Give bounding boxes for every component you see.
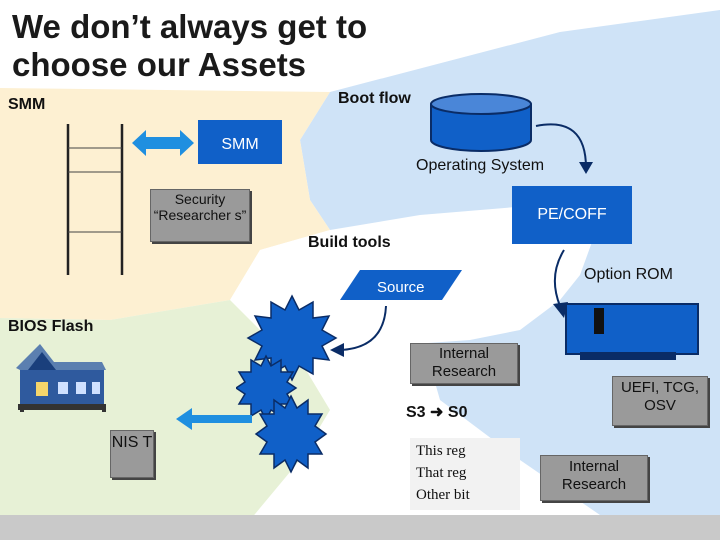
boot-flow-label: Boot flow — [338, 90, 411, 107]
curved-arrow-icon — [330, 305, 387, 357]
curved-arrow-icon — [535, 123, 593, 174]
starburst-large — [246, 294, 338, 382]
s0-label: S0 — [447, 404, 468, 421]
operating-system-label: Operating System — [416, 157, 545, 174]
internal-research-bottom-box: Internal Research — [540, 455, 648, 501]
title-line-2: choose our Assets — [12, 46, 307, 83]
nist-box: NIS T — [110, 430, 154, 478]
curved-arrow-icon — [553, 249, 568, 318]
bios-flash-label: BIOS Flash — [8, 318, 94, 335]
smm-region-label: SMM — [8, 96, 46, 113]
expansion-card-icon — [565, 303, 699, 360]
build-tools-label: Build tools — [308, 234, 391, 251]
slide-title: We don’t always get to choose our Assets — [12, 8, 367, 84]
internal-research-top-box: Internal Research — [410, 343, 518, 384]
note-line-1: This reg — [416, 443, 466, 459]
starburst-small — [254, 394, 328, 474]
starburst-icon — [236, 294, 338, 474]
double-arrow-icon — [132, 130, 194, 156]
register-notes-box: This reg That reg Other bit — [410, 438, 520, 510]
left-arrow-icon — [176, 408, 252, 430]
source-label: Source — [377, 279, 425, 296]
bios-flash-region — [0, 300, 330, 520]
title-line-1: We don’t always get to — [12, 8, 368, 45]
option-rom-label: Option ROM — [584, 266, 673, 283]
pe-coff-box: PE/COFF — [512, 186, 632, 244]
uefi-tcg-osv-box: UEFI, TCG, OSV — [612, 376, 708, 426]
right-arrow-icon: ➜ — [430, 404, 444, 421]
smm-box: SMM — [198, 120, 282, 164]
s3-s0-label: S3 ➜ S0 — [406, 402, 467, 422]
s3-label: S3 — [406, 404, 426, 421]
security-researchers-box: Security “Researcher s” — [150, 189, 250, 242]
house-icon — [16, 344, 106, 412]
source-shape — [340, 270, 462, 300]
note-line-3: Other bit — [416, 487, 470, 503]
note-line-2: That reg — [416, 465, 467, 481]
memory-stack-icon — [66, 124, 124, 275]
database-cylinder-icon — [430, 93, 532, 152]
bottom-bar — [0, 515, 720, 540]
